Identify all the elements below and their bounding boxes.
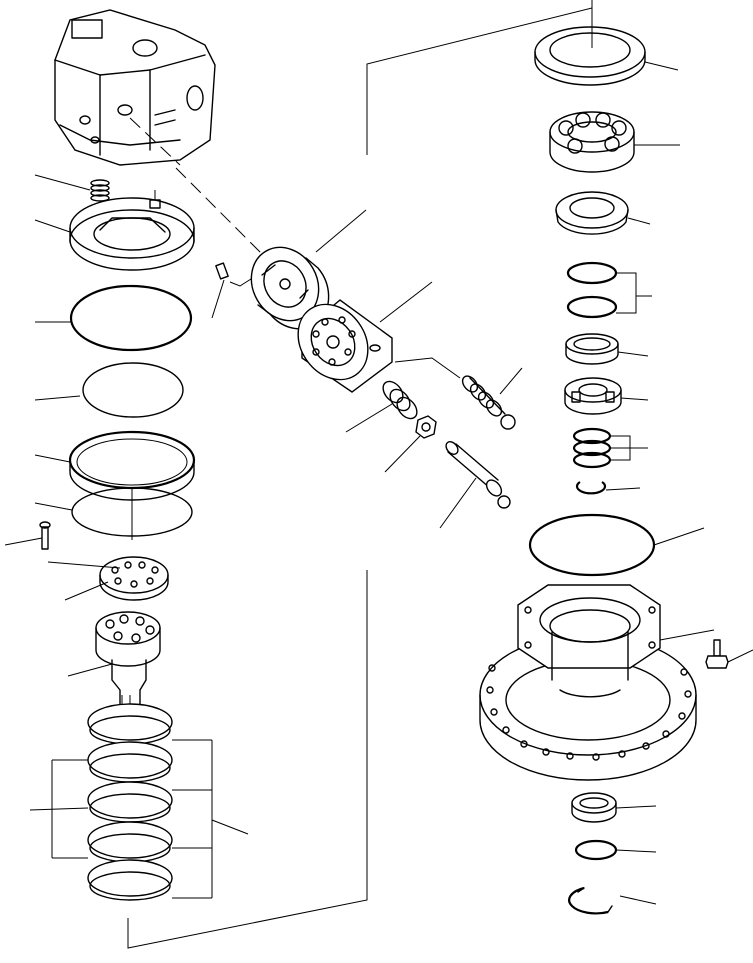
cam-plate [34,190,195,271]
assembly-lines [129,117,271,263]
shaft-rod [439,441,511,529]
roller-bearing [564,377,649,415]
friction-disc-stack [29,703,249,901]
valve-housing [54,9,216,166]
o-ring-housing [528,513,705,577]
o-ring-large [35,284,193,352]
bushing [565,333,649,365]
pin [4,521,51,550]
nut [384,415,437,473]
shim-pair [566,261,652,319]
seal-cup [555,191,651,235]
snap-ring-upper [575,481,641,495]
seal-ring [34,430,196,501]
bearing-cap [534,0,679,86]
piston [461,367,523,430]
shim-triple [572,427,648,469]
washer-lower [574,839,657,861]
o-ring-small [34,362,184,418]
race-lower [571,792,657,823]
cylinder-shaft [67,611,161,713]
spring [34,174,110,202]
motor-housing [479,584,715,781]
seal-ring-lower [34,487,193,540]
cylinder-block [297,281,461,393]
bolt [705,639,753,669]
snap-ring-lower [568,886,657,915]
ball-bearing [549,111,680,173]
spring-set [345,380,418,433]
valve-plate [47,556,169,601]
